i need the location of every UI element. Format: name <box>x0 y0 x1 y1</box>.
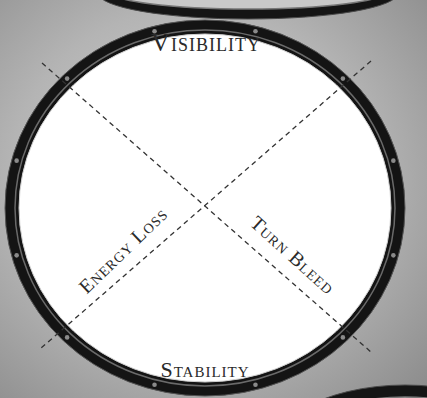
rivet <box>341 76 346 81</box>
dial-rim <box>255 385 427 398</box>
rivet <box>341 335 346 340</box>
rivet <box>65 76 70 81</box>
dashed-divider <box>42 63 371 352</box>
rivet <box>152 382 157 387</box>
dial-face <box>109 0 387 9</box>
axis-label: Visibility <box>151 30 261 56</box>
dial: VisibilityEnergy LossTurn BleedStability <box>4 19 406 397</box>
rivet <box>14 158 19 163</box>
dial-outline <box>4 19 406 397</box>
rivet <box>65 335 70 340</box>
dial-face <box>267 397 427 398</box>
rivet <box>14 253 19 258</box>
rim-groove <box>15 30 395 386</box>
dial-face <box>19 34 391 382</box>
axis-label: Stability <box>160 359 249 381</box>
rivet <box>253 382 258 387</box>
top-dial <box>98 0 398 19</box>
rivet <box>391 158 396 163</box>
dial-rim <box>98 0 398 19</box>
bottom-dial <box>255 385 427 398</box>
dial-rim <box>5 20 405 396</box>
rivet <box>391 253 396 258</box>
dashed-divider <box>40 61 371 349</box>
